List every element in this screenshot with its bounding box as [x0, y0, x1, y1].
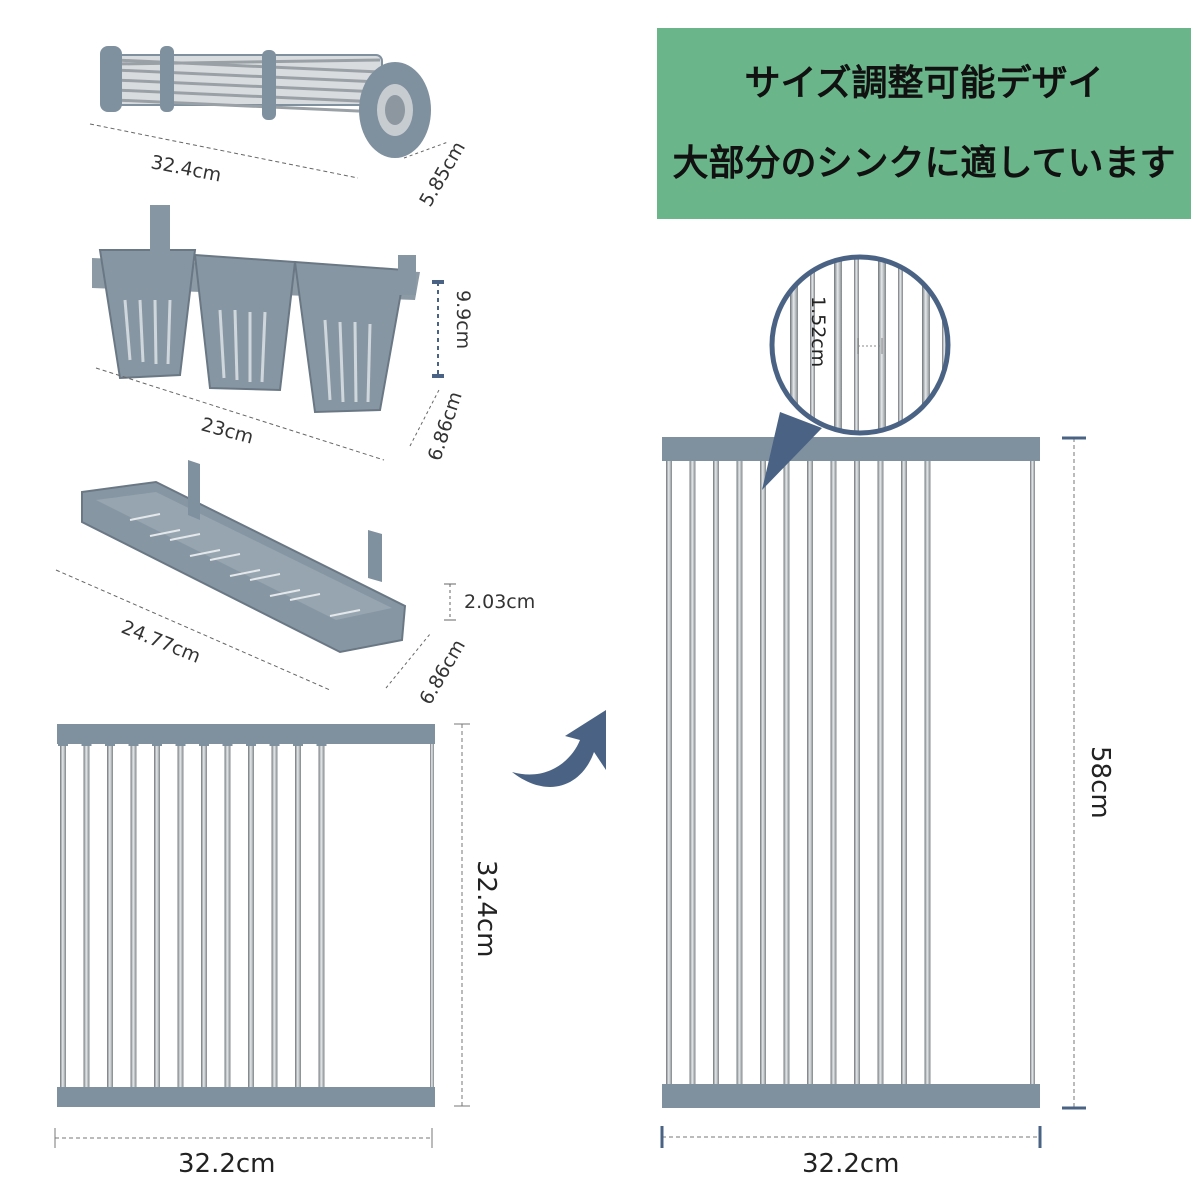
sponge-tray: [81, 460, 407, 654]
rack-rod: [834, 257, 842, 433]
small-rack-rods: [58, 736, 434, 1092]
rack-rod: [942, 257, 947, 433]
rack-rod: [736, 455, 743, 1090]
rack-rod: [107, 740, 113, 1092]
rack-rod: [922, 257, 930, 433]
tray-height-label: 2.03cm: [464, 591, 535, 613]
rod-gap-label: 1.52cm: [807, 296, 829, 367]
basket-height-label: 9.9cm: [452, 290, 474, 349]
rolled-rack: [100, 46, 431, 158]
rack-rod: [760, 455, 766, 1090]
rack-rod: [689, 455, 696, 1090]
title-banner: サイズ調整可能デザイ 大部分のシンクに適しています: [657, 28, 1191, 219]
rack-rod: [986, 250, 991, 440]
rack-rod: [830, 455, 837, 1090]
rack-rod: [877, 455, 884, 1090]
rack-rod: [295, 740, 301, 1092]
rack-rod: [224, 740, 231, 1092]
small-rack-dimensions: 32.4cm 32.2cm: [54, 723, 501, 1179]
rack-rod: [783, 455, 790, 1090]
roll-length-label: 32.4cm: [149, 151, 223, 186]
rack-rod: [854, 257, 859, 433]
rack-rod: [201, 740, 207, 1092]
tray-depth-label: 6.86cm: [415, 636, 470, 709]
rack-rod: [924, 455, 931, 1090]
rack-rod: [713, 455, 719, 1090]
small-rack: [57, 724, 435, 1107]
rack-rod: [854, 455, 860, 1090]
rack-rod: [810, 257, 815, 433]
rack-rod: [130, 740, 137, 1092]
rack-rod: [83, 740, 90, 1092]
utensil-basket: [92, 205, 420, 414]
small-rack-height-label: 32.4cm: [471, 860, 501, 958]
large-rack: [662, 437, 1040, 1108]
rack-rod: [60, 740, 66, 1092]
rack-rod: [898, 257, 903, 433]
rack-rod: [318, 740, 325, 1092]
rack-rod: [1030, 455, 1035, 1090]
basket-depth-label: 6.86cm: [424, 389, 467, 464]
rack-rod: [666, 455, 672, 1090]
rack-rod: [154, 740, 160, 1092]
rack-rod: [790, 257, 798, 433]
magnifier-icon: 1.52cm: [762, 250, 991, 490]
banner-line-1: サイズ調整可能デザイ: [744, 62, 1104, 104]
large-rack-width-label: 32.2cm: [802, 1149, 900, 1179]
large-rack-dimensions: 58cm 32.2cm: [660, 436, 1115, 1179]
basket-width-label: 23cm: [199, 414, 256, 449]
rack-rod: [430, 740, 434, 1092]
tray-length-label: 24.77cm: [118, 616, 204, 668]
rack-rod: [901, 455, 907, 1090]
small-rack-width-label: 32.2cm: [178, 1149, 276, 1179]
rack-rod: [271, 740, 278, 1092]
rack-rod: [807, 455, 813, 1090]
banner-line-2: 大部分のシンクに適しています: [672, 142, 1176, 184]
rack-rod: [248, 740, 254, 1092]
arrow-icon: [512, 710, 606, 787]
rack-rod: [177, 740, 184, 1092]
large-rack-rods: [664, 451, 1035, 1090]
roll-diameter-label: 5.85cm: [415, 138, 470, 211]
large-rack-height-label: 58cm: [1085, 746, 1115, 819]
rack-rod: [966, 250, 974, 440]
